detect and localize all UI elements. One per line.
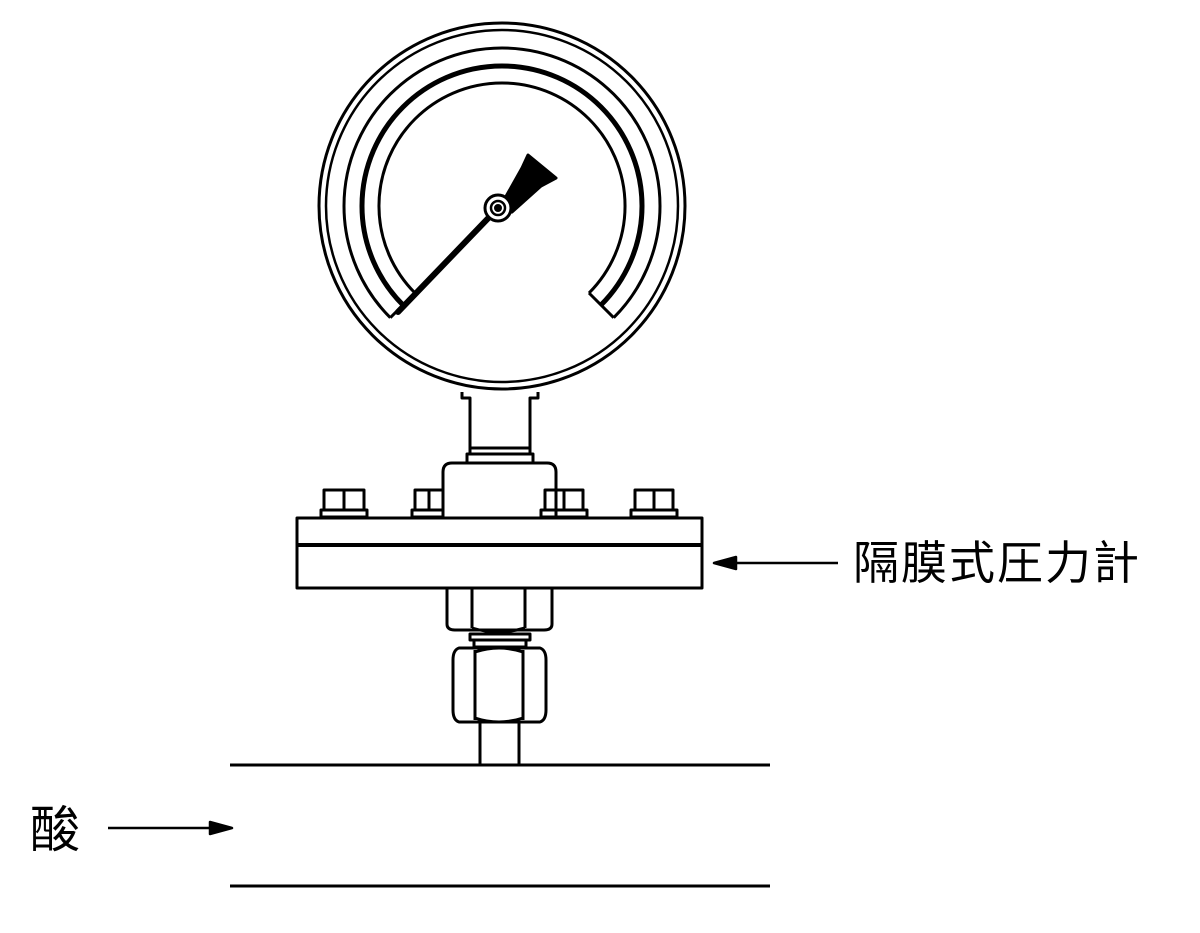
- bolt: [539, 488, 589, 519]
- gauge-needle: [395, 153, 558, 315]
- acid-flow-arrow: [108, 820, 234, 836]
- bolt: [410, 488, 445, 519]
- dial-arc-inner: [377, 81, 627, 295]
- flange-body: [295, 516, 704, 590]
- bolt: [629, 488, 679, 519]
- process-pipe: [230, 763, 770, 888]
- acid-label: 酸: [30, 801, 80, 859]
- dial-arc-outer: [342, 46, 662, 319]
- connection-pipe-stub: [478, 722, 521, 765]
- flange-bolts: [319, 488, 679, 519]
- hex-fitting-nut: [451, 646, 548, 724]
- gauge-stem: [460, 392, 540, 465]
- pressure-gauge: [317, 21, 687, 391]
- needle-pointer: [395, 205, 501, 315]
- dial-arc-end-right: [587, 291, 615, 319]
- diaphragm-pressure-gauge-label: 隔膜式圧力計: [853, 536, 1141, 590]
- needle-tail: [502, 153, 558, 214]
- gauge-label-arrow: [712, 555, 838, 571]
- bolt: [319, 488, 369, 519]
- needle-hub-center: [494, 204, 502, 212]
- union-collar: [468, 632, 532, 649]
- gauge-inner-bezel: [324, 28, 680, 384]
- lower-nut: [445, 588, 554, 634]
- diaphragm-housing: [441, 461, 558, 517]
- flange: [295, 516, 704, 590]
- dial-arc-middle: [359, 63, 645, 307]
- gauge-outer-bezel: [317, 21, 687, 391]
- stem-neck: [460, 392, 540, 448]
